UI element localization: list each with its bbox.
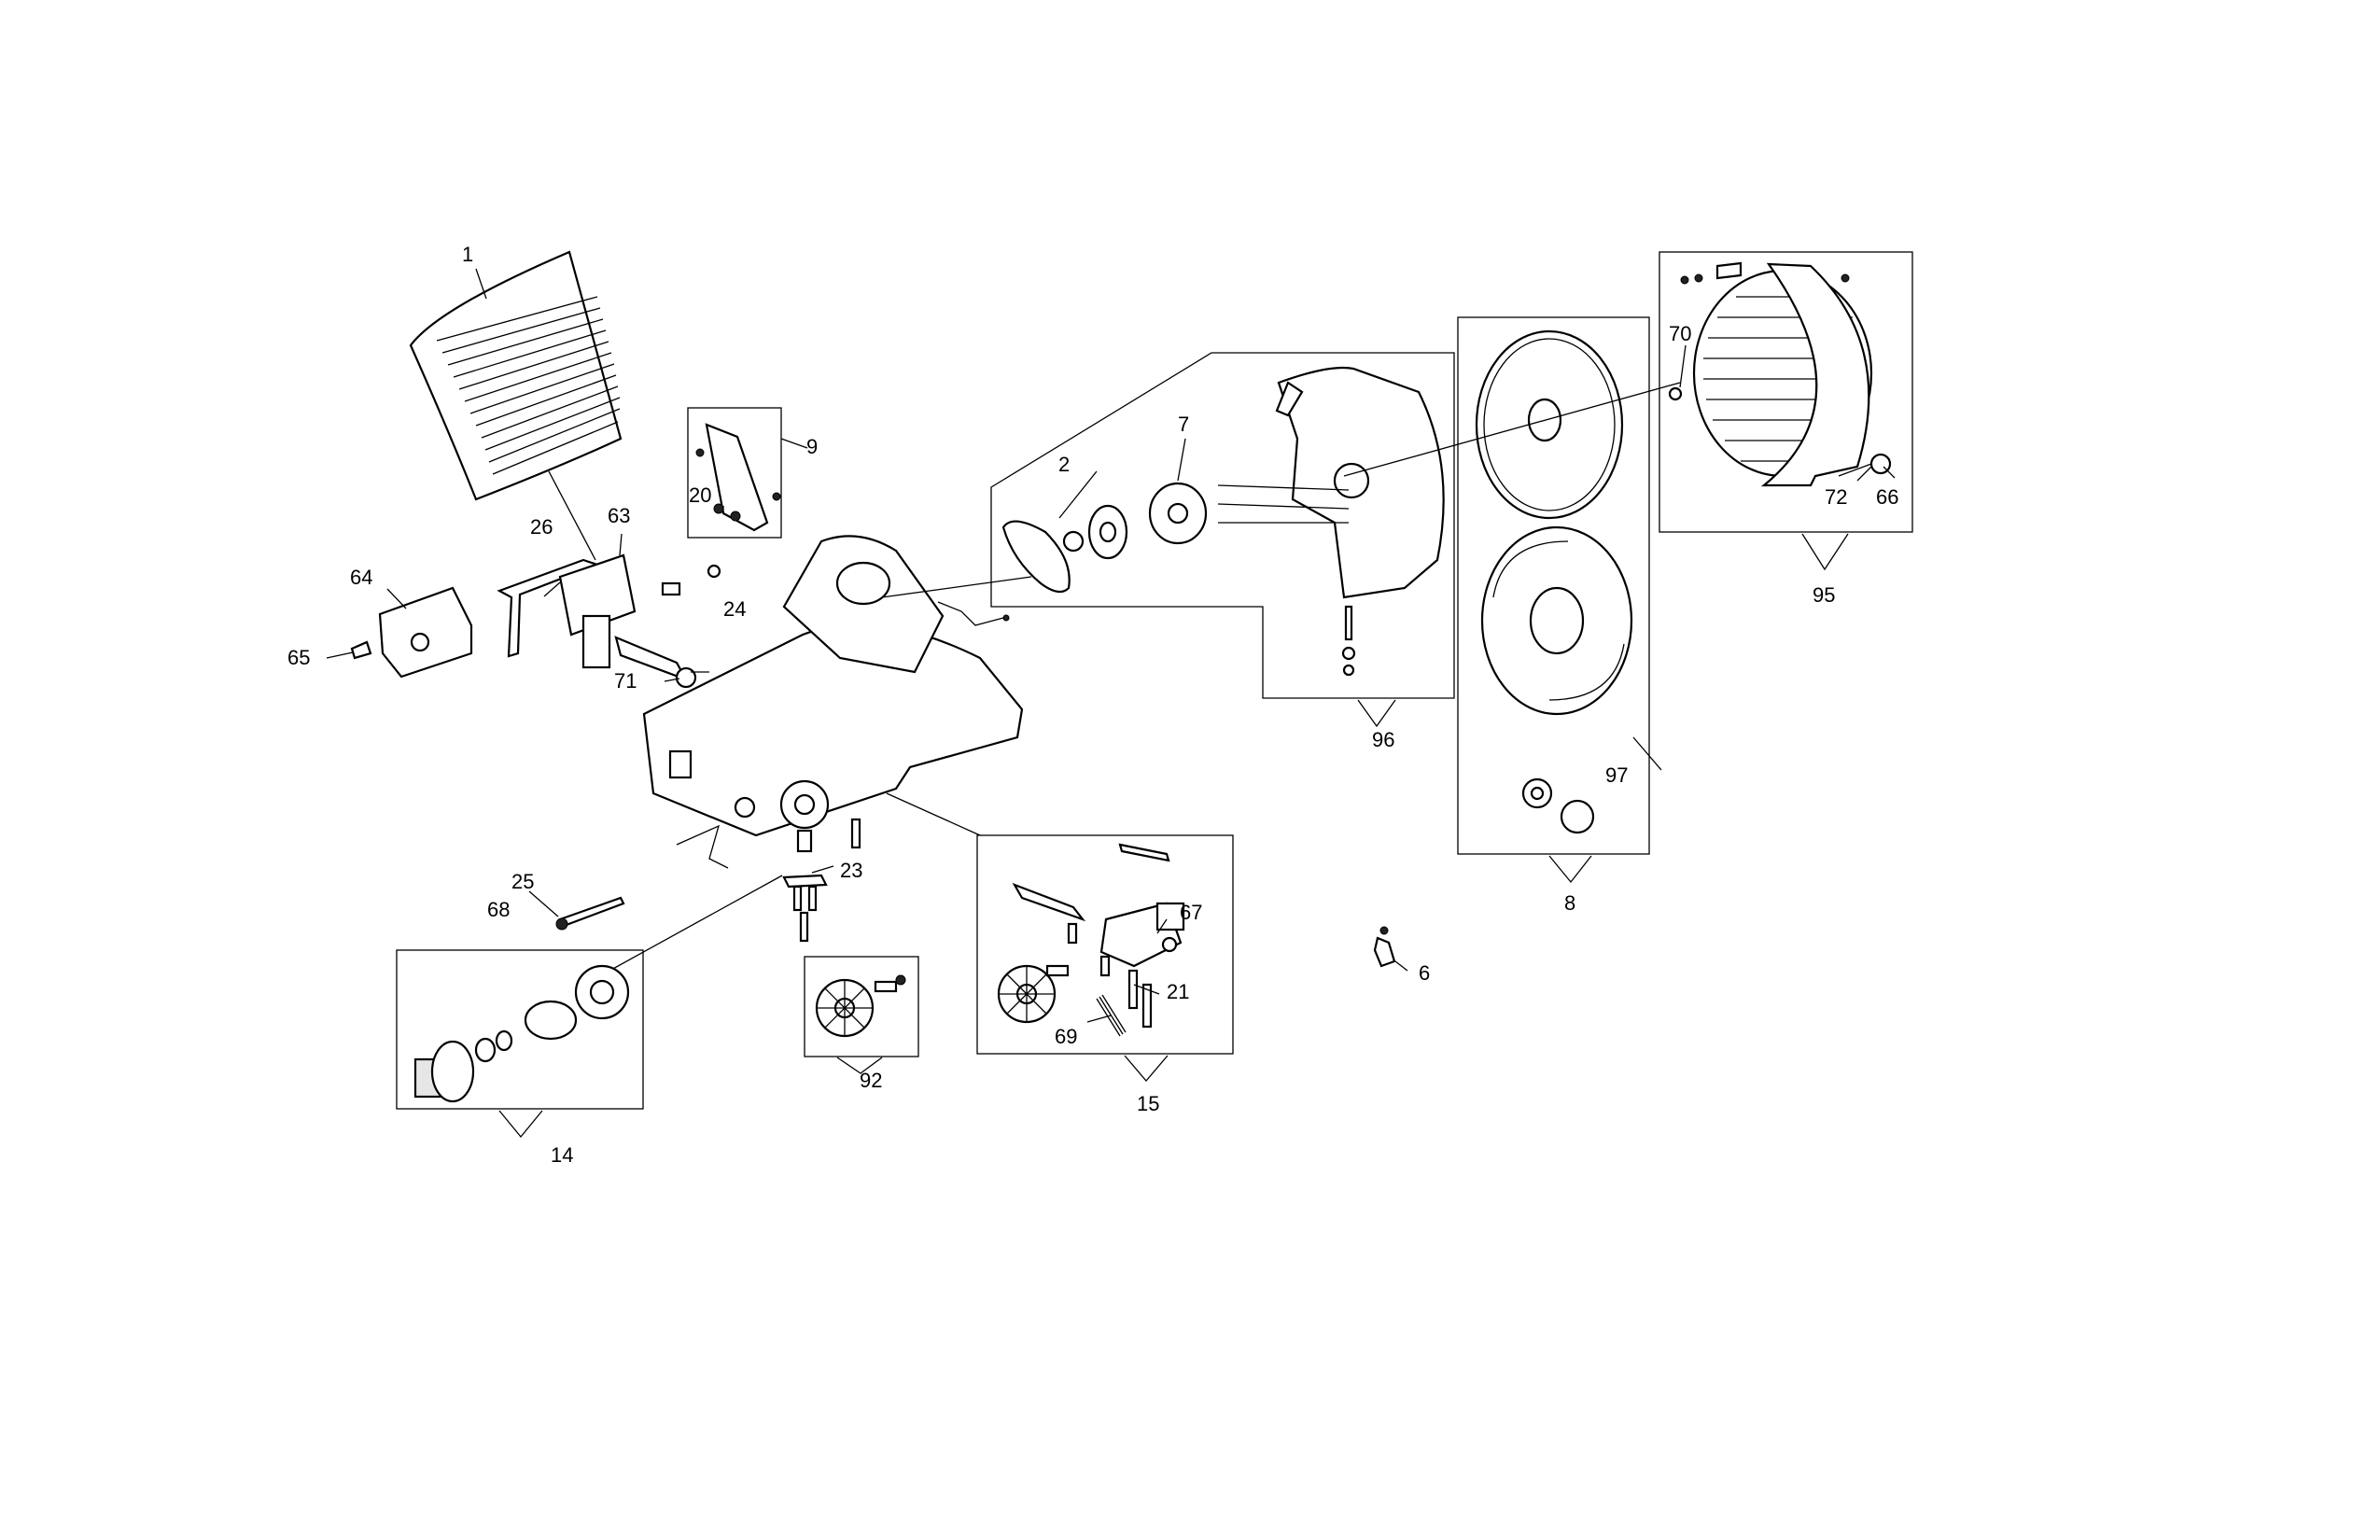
group-15-box — [976, 834, 1234, 1055]
label-part-63: 63 — [608, 504, 630, 527]
label-part-70: 70 — [1669, 322, 1691, 345]
label-part-9: 9 — [806, 435, 818, 458]
group-92-box — [804, 956, 919, 1057]
label-part-26: 26 — [530, 515, 553, 539]
label-part-6: 6 — [1419, 961, 1430, 985]
carriage-handle-parts — [350, 553, 721, 689]
leader-lines — [326, 344, 1896, 1023]
label-part-72: 72 — [1825, 485, 1847, 509]
part-25-rod — [555, 824, 729, 931]
group-96-polygon — [881, 352, 1455, 699]
label-part-2: 2 — [1058, 453, 1070, 476]
label-part-65: 65 — [287, 646, 310, 669]
label-part-96: 96 — [1372, 728, 1394, 751]
label-part-97: 97 — [1605, 763, 1628, 787]
part-6-knob — [1373, 926, 1396, 968]
main-base — [642, 535, 1024, 853]
label-part-67: 67 — [1180, 901, 1202, 924]
label-part-25: 25 — [511, 870, 534, 893]
label-part-95: 95 — [1813, 583, 1835, 607]
label-part-7: 7 — [1178, 413, 1189, 436]
label-part-20: 20 — [689, 483, 711, 507]
label-part-23: 23 — [840, 859, 862, 882]
label-part-14: 14 — [551, 1143, 573, 1167]
label-part-24: 24 — [723, 597, 746, 621]
group-95-box — [1659, 251, 1913, 533]
group-8-box — [1343, 316, 1681, 855]
label-part-1: 1 — [462, 243, 473, 266]
part-labels: 1 2 7 9 20 26 63 64 65 24 71 23 25 68 14… — [287, 243, 1898, 1167]
label-part-66: 66 — [1876, 485, 1898, 509]
label-part-8: 8 — [1564, 891, 1575, 915]
label-part-64: 64 — [350, 566, 372, 589]
group-brackets — [498, 533, 1849, 1139]
label-part-68: 68 — [487, 898, 510, 921]
label-part-71: 71 — [614, 669, 637, 693]
group-14-box — [396, 875, 783, 1110]
group-9-box — [687, 407, 808, 539]
label-part-92: 92 — [860, 1069, 882, 1092]
label-part-21: 21 — [1167, 980, 1189, 1003]
label-part-69: 69 — [1055, 1025, 1077, 1048]
part-23-feet-bolts — [782, 818, 861, 943]
label-part-15: 15 — [1137, 1092, 1159, 1115]
part-1-deflector — [409, 250, 623, 561]
